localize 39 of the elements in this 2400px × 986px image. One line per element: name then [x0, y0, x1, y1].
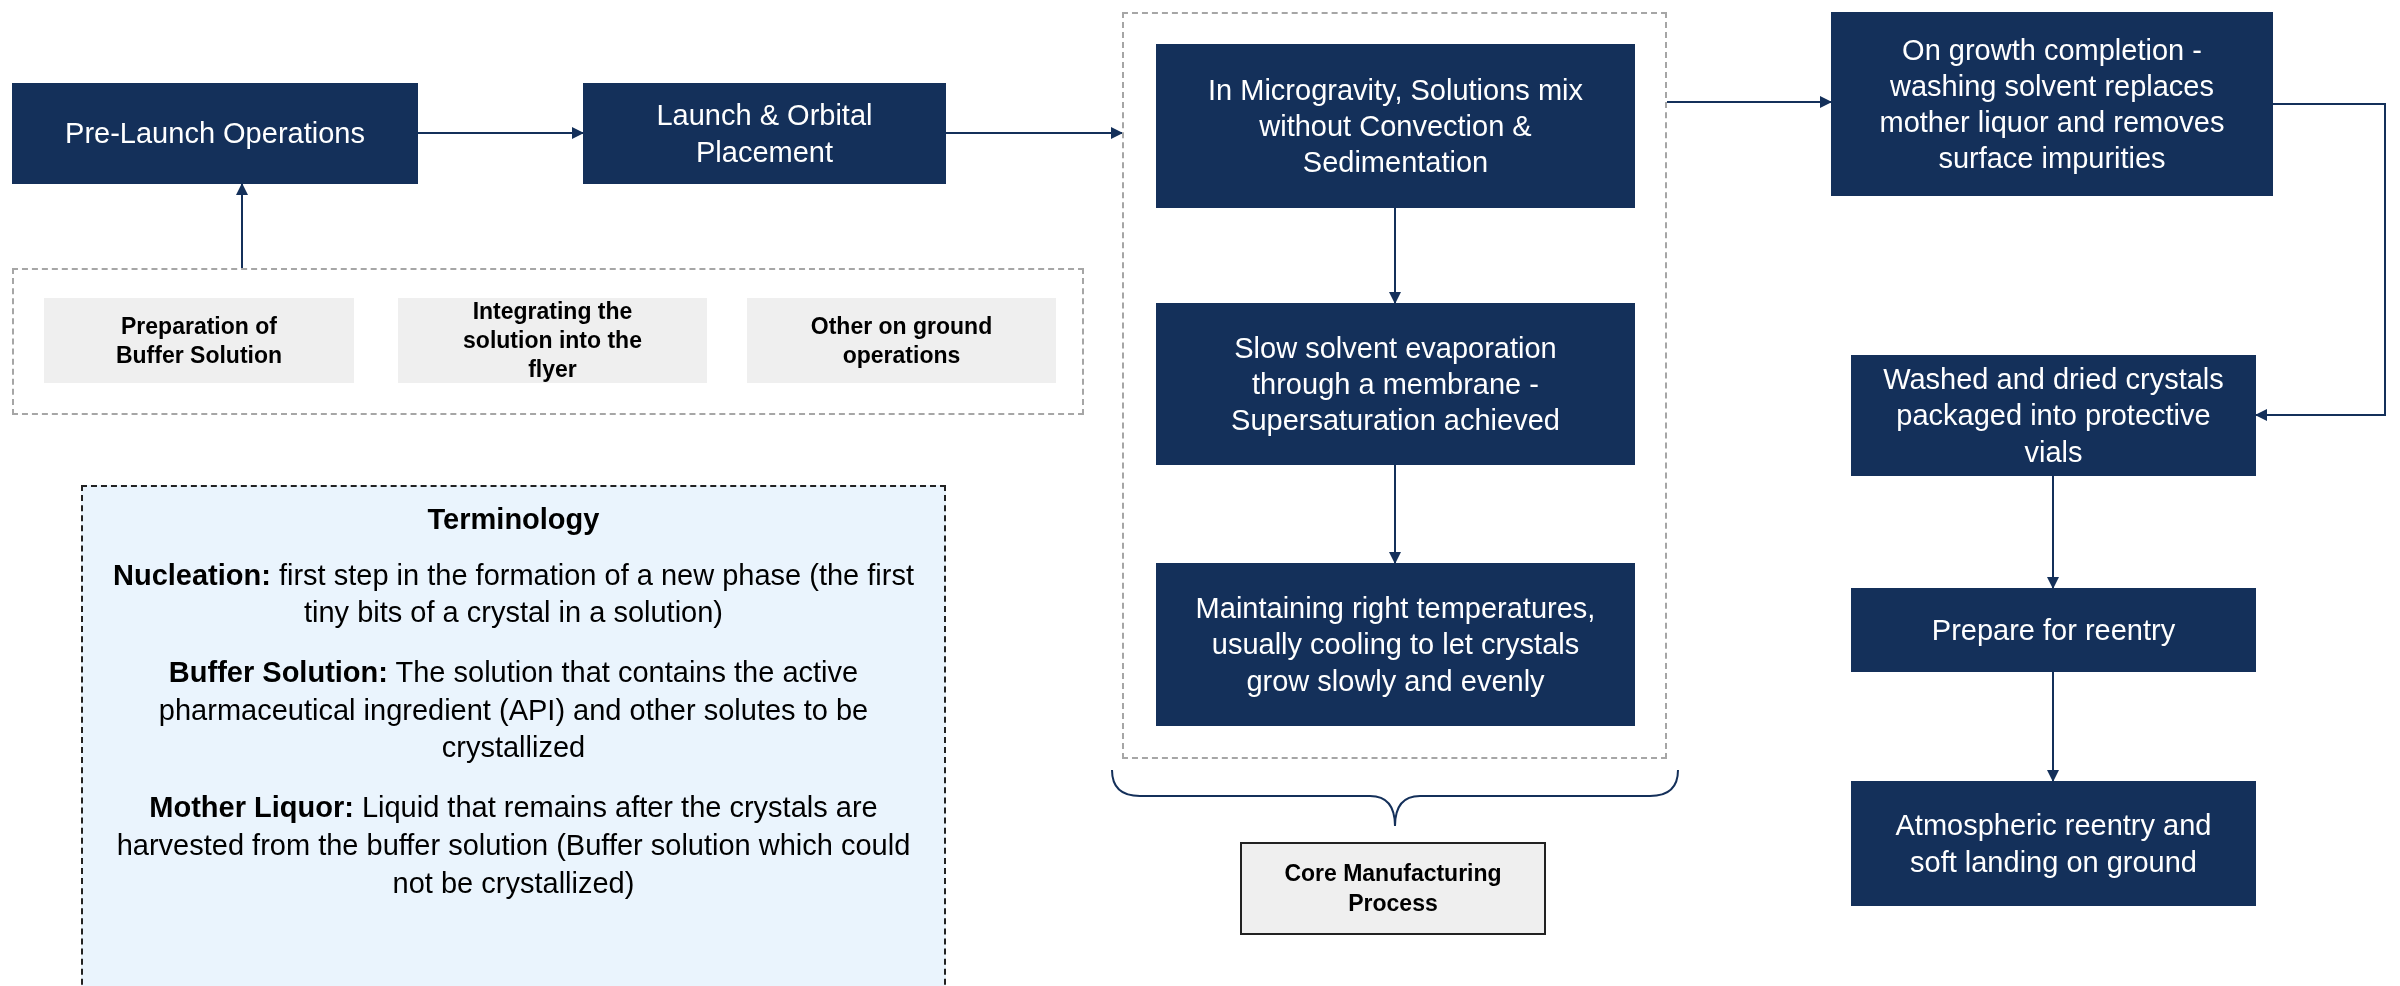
definition-text: Nucleation: first step in the formation of a new phase (the first tiny bits of a crystal in a solution): [111, 557, 915, 631]
box-label: Integrating the solution into the flyer: [462, 297, 643, 384]
process-box: [12, 83, 418, 184]
panel-heading: Terminology: [427, 502, 600, 537]
terminology-panel: [81, 485, 946, 986]
arrow: [417, 127, 584, 139]
process-box: [1851, 355, 2256, 476]
process-box: [1156, 303, 1635, 465]
process-box: [1156, 563, 1635, 726]
dashed-group-box: [1122, 12, 1667, 759]
box-label: Washed and dried crystals packaged into protective vials: [1882, 362, 2225, 470]
process-box: [1851, 781, 2256, 906]
box-label: Slow solvent evaporation through a membrane - Supersaturation achieved: [1230, 330, 1561, 439]
arrow: [2047, 475, 2059, 589]
definition-text: Mother Liquor: Liquid that remains after the crystals are harvested from the buffer solution (Buffer solution which could not be crystallized): [115, 790, 912, 901]
arrow: [1666, 96, 1832, 108]
process-box: [1851, 588, 2256, 672]
arrow: [2047, 671, 2059, 782]
label-box: [1240, 842, 1546, 935]
box-label: Launch & Orbital Placement: [655, 98, 874, 170]
definition-text: Buffer Solution: The solution that contains the active pharmaceutical ingredient (API) and other solutes to be crystallized: [157, 655, 870, 766]
box-label: Atmospheric reentry and soft landing on ground: [1894, 808, 2213, 880]
process-box: [1831, 12, 2273, 196]
box-label: In Microgravity, Solutions mix without Convection & Sedimentation: [1207, 72, 1584, 181]
arrow: [945, 127, 1123, 139]
box-label: Prepare for reentry: [1931, 612, 2176, 648]
arrow: [2255, 103, 2386, 421]
arrow: [1389, 464, 1401, 564]
process-box: [583, 83, 946, 184]
box-label: Core Manufacturing Process: [1283, 858, 1503, 918]
box-label: Maintaining right temperatures, usually cooling to let crystals grow slowly and evenly: [1194, 591, 1597, 699]
box-label: Pre-Launch Operations: [65, 116, 365, 152]
box-label: Preparation of Buffer Solution: [114, 311, 284, 370]
process-box: [1156, 44, 1635, 208]
arrow: [1389, 207, 1401, 304]
box-label: On growth completion - washing solvent replaces mother liquor and removes surface impurities: [1878, 32, 2226, 177]
arrow: [236, 183, 248, 269]
dashed-group-box: [12, 268, 1084, 415]
box-label: Other on ground operations: [809, 311, 994, 370]
